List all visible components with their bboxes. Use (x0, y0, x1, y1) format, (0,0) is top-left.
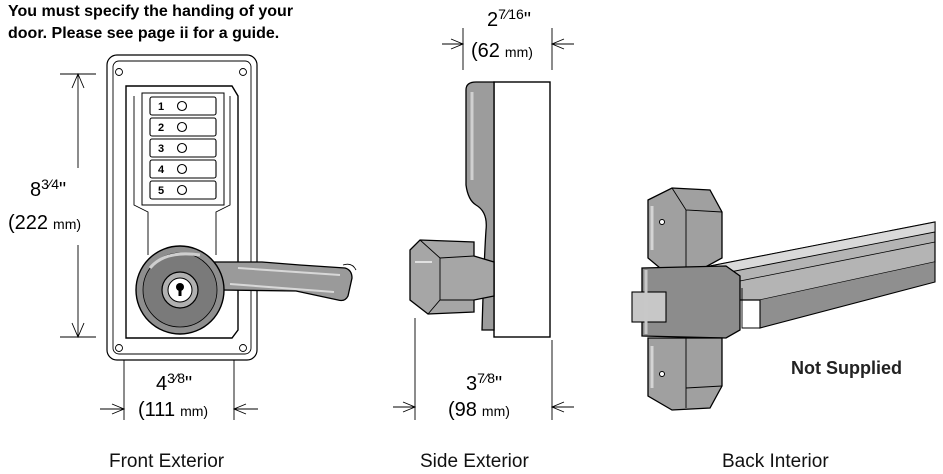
front-plate-inner (112, 60, 252, 355)
svg-text:3: 3 (158, 143, 164, 155)
latch-block (631, 291, 667, 323)
side-lever (409, 239, 495, 315)
side-bottom-dimension-imperial: 37⁄8" (466, 370, 502, 395)
side-top-dimension-imperial: 27⁄16" (487, 6, 531, 31)
svg-text:1: 1 (158, 101, 164, 113)
housing-bevel (133, 96, 231, 255)
screw-top-right (239, 68, 247, 76)
mounting-block-upper (647, 187, 723, 271)
screw-bottom-left (115, 344, 123, 352)
handing-note-line1: You must specify the handing of your (8, 3, 293, 20)
keypad-button-2: 2 (149, 117, 217, 137)
front-exterior-view: 1 2 3 4 5 (8, 54, 357, 472)
screw-bottom-right (239, 344, 247, 352)
svg-text:4: 4 (158, 164, 165, 176)
not-supplied-label: Not Supplied (791, 358, 902, 378)
handing-note-line2: door. Please see page ii for a guide. (8, 25, 279, 42)
side-plate (493, 81, 551, 338)
keypad-button-1: 1 (149, 96, 217, 116)
keypad-button-4: 4 (149, 159, 217, 179)
caption-back-interior: Back Interior (722, 451, 829, 472)
screw-top-left (115, 68, 123, 76)
keypad-button-3: 3 (149, 138, 217, 158)
svg-text:5: 5 (158, 185, 164, 197)
width-dimension-imperial: 43⁄8" (156, 370, 192, 395)
caption-front-exterior: Front Exterior (109, 451, 225, 472)
caption-side-exterior: Side Exterior (420, 451, 529, 472)
front-plate (106, 54, 258, 361)
height-dimension-imperial: 83⁄4" (30, 176, 66, 201)
mounting-block-lower (647, 337, 723, 411)
svg-text:2: 2 (158, 122, 164, 134)
keypad-button-5: 5 (149, 180, 217, 200)
back-interior-view: Not Supplied Back Interior (631, 187, 936, 472)
